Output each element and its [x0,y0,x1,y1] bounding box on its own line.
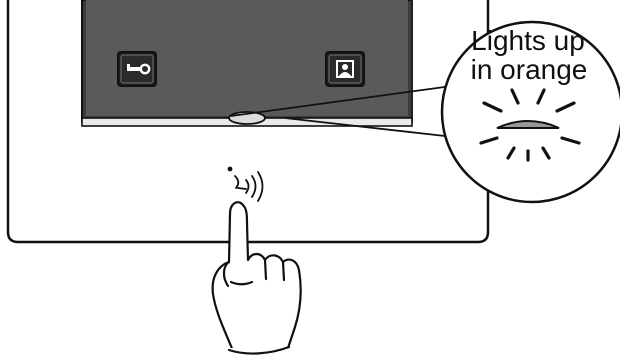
callout-magnifier: Lights up in orange [442,22,620,202]
key-button[interactable] [118,52,156,86]
person-portrait-icon [336,60,354,78]
callout-line-2: in orange [471,54,588,85]
portrait-button[interactable] [326,52,364,86]
callout-line-1: Lights up [471,25,585,56]
